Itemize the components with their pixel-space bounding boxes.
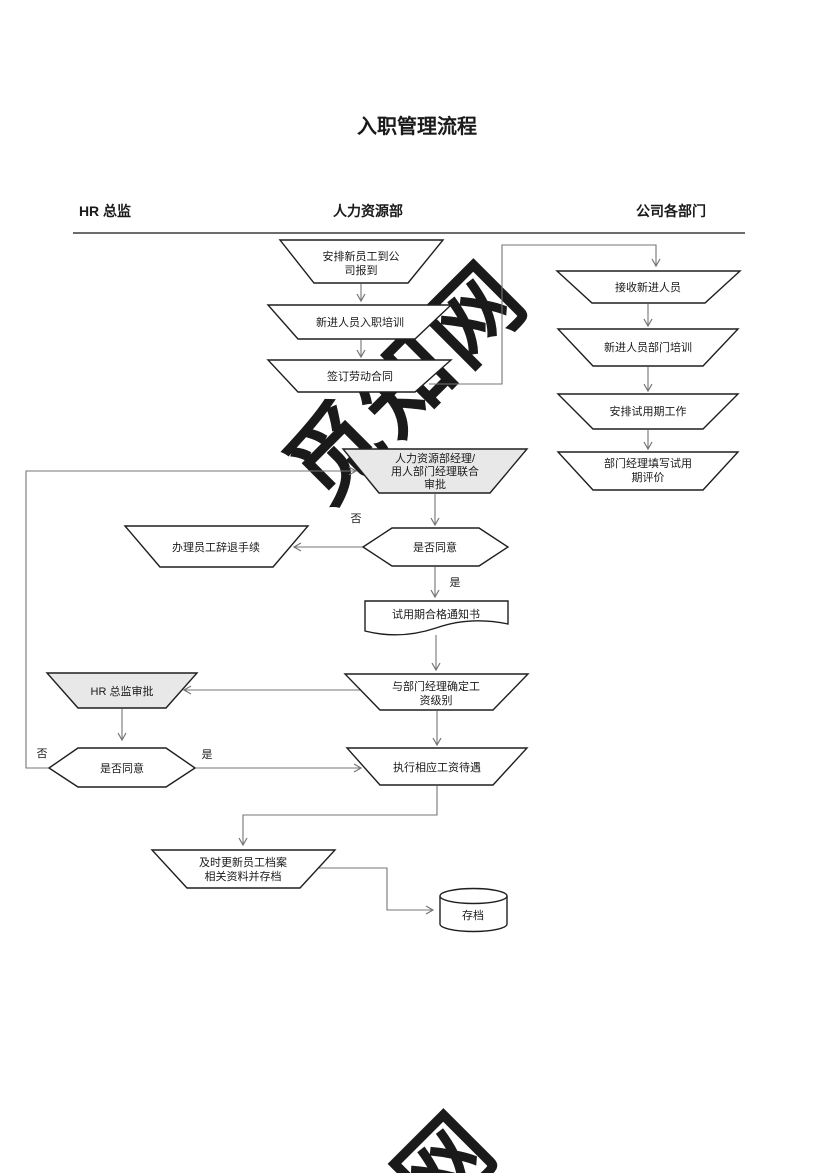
edge-label-agree2-yes: 是 (202, 748, 213, 761)
node-agree2-label: 是否同意 (100, 761, 144, 775)
node-receive-staff (555, 270, 742, 304)
edge-label-agree2-no: 否 (37, 748, 48, 760)
node-sign-contract (266, 359, 453, 393)
node-dismiss (123, 525, 310, 568)
edges (25, 244, 661, 915)
node-onboard-training-label: 新进人员入职培训 (316, 315, 404, 329)
node-labels: 安排新员工到公 司报到 新进人员入职培训 签订劳动合同 人力资源部经理/ 用人部… (91, 249, 692, 922)
edge-labels: 否 是 否 是 (37, 513, 461, 761)
node-archive-cylinder-top (439, 887, 508, 905)
node-agree1-decision (361, 527, 510, 567)
node-receive-staff-label: 接收新进人员 (615, 280, 681, 294)
node-salary-level-label: 与部门经理确定工 (392, 679, 480, 693)
node-arrange-report (278, 239, 445, 284)
nodes (45, 239, 742, 933)
node-probation-work (556, 393, 740, 430)
edge-contract-to-receive (429, 244, 661, 385)
node-notice-label: 试用期合格通知书 (392, 607, 480, 621)
lane-header-departments: 公司各部门 (636, 203, 706, 219)
node-update-archive-label: 相关资料并存档 (205, 869, 282, 883)
node-dismiss-label: 办理员工辞退手续 (172, 540, 260, 554)
node-arrange-report-label: 司报到 (345, 263, 378, 277)
node-archive-label: 存档 (462, 908, 484, 922)
node-probation-work-label: 安排试用期工作 (610, 404, 687, 418)
node-director-approval-label: HR 总监审批 (91, 684, 154, 698)
edge-label-agree1-yes: 是 (450, 576, 461, 589)
lane-header-hr-dept: 人力资源部 (333, 203, 403, 219)
edge-agree2-no-feedback (25, 466, 358, 769)
lane-header-hr-director: HR 总监 (79, 203, 131, 219)
node-execute-salary-label: 执行相应工资待遇 (393, 760, 481, 774)
node-probation-eval-label: 部门经理填写试用 (604, 456, 692, 470)
node-salary-level-label: 资级别 (420, 694, 453, 707)
node-update-archive-label: 及时更新员工档案 (199, 855, 287, 869)
edge-update-to-archive (318, 867, 435, 915)
node-archive-cylinder-body (439, 896, 508, 933)
watermark-text-bottom: 觅知网 (238, 1093, 518, 1173)
node-dept-training (556, 328, 740, 367)
edge-execute-to-update (238, 786, 438, 847)
node-probation-eval-label: 期评价 (632, 471, 665, 484)
node-joint-approval (341, 448, 529, 494)
node-joint-approval-label: 用人部门经理联合 (391, 464, 479, 478)
page-title: 入职管理流程 (357, 114, 477, 138)
edge-label-agree1-no: 否 (351, 513, 362, 525)
node-director-approval (45, 672, 199, 709)
node-execute-salary (345, 747, 529, 786)
node-dept-training-label: 新进人员部门培训 (604, 340, 692, 354)
node-probation-eval (556, 451, 740, 491)
node-sign-contract-label: 签订劳动合同 (327, 369, 393, 383)
node-salary-level (343, 673, 530, 711)
node-agree1-label: 是否同意 (413, 540, 457, 554)
node-arrange-report-label: 安排新员工到公 (323, 249, 400, 263)
node-joint-approval-label: 人力资源部经理/ (395, 451, 476, 465)
node-joint-approval-label: 审批 (424, 477, 446, 491)
node-update-archive (150, 849, 337, 889)
node-agree2-decision (47, 747, 197, 788)
node-notice-document (364, 600, 509, 636)
node-onboard-training (266, 304, 453, 340)
